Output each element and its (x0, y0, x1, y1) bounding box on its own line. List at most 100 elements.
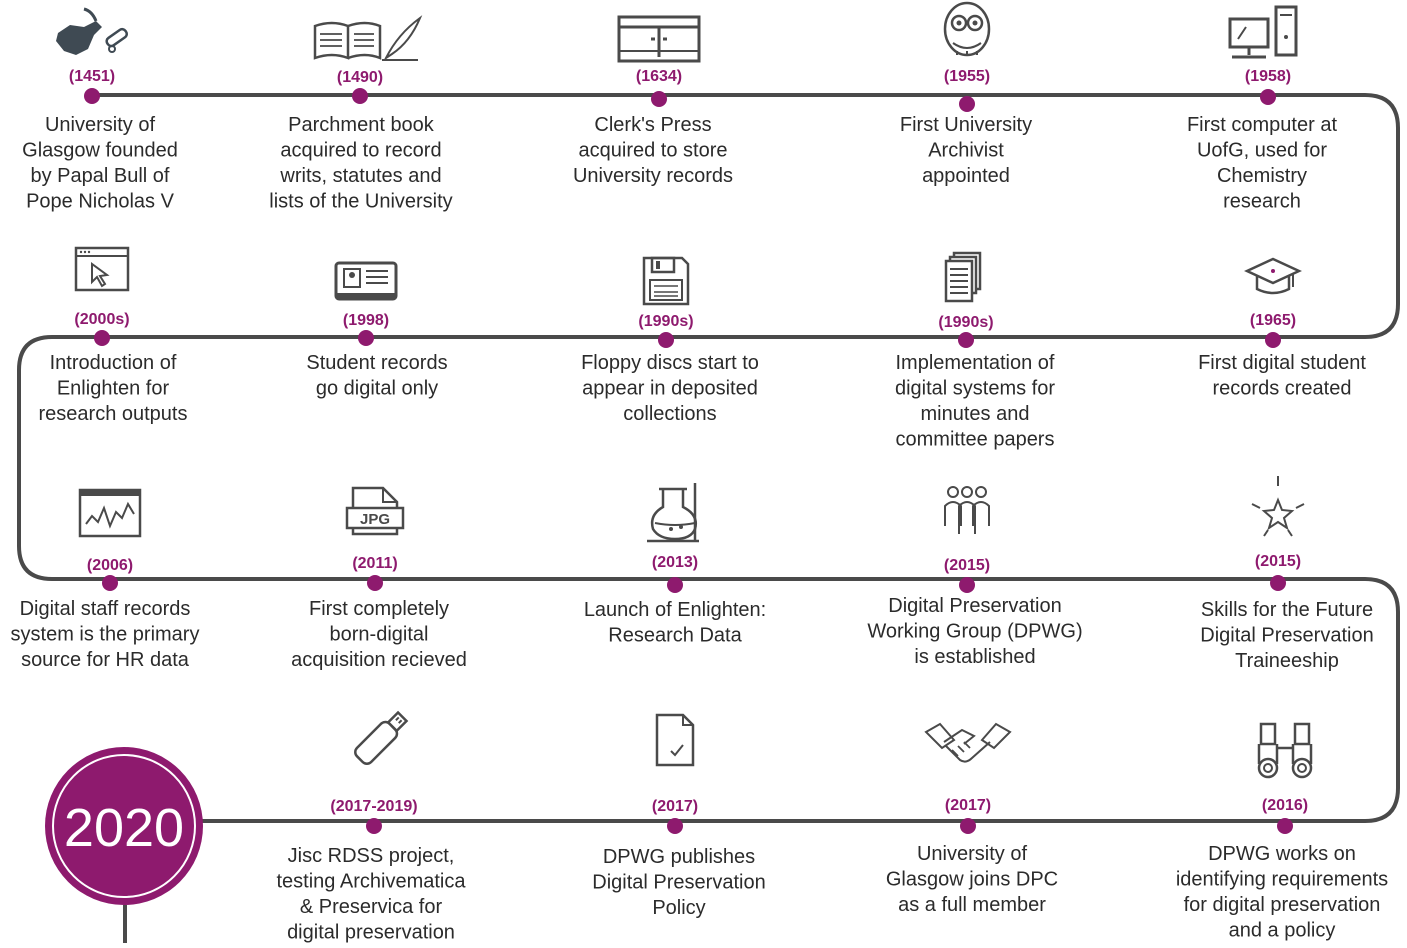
event-year: (1490) (337, 69, 383, 86)
handshake-icon (924, 722, 1012, 763)
event-description-line: born-digital (330, 624, 429, 646)
event-year: (2016) (1262, 797, 1308, 814)
event-description: Jisc RDSS project, testing Archivematica &… (277, 845, 467, 943)
event-description-line: First digital student (1198, 352, 1366, 374)
final-year-circle (45, 747, 203, 905)
event-description-line: Digital Preservation (592, 872, 765, 894)
event-description: First completely born-digital acquisition … (291, 598, 467, 671)
event-description-line: Student records (306, 352, 447, 374)
timeline-event: (2017-2019) Jisc RDSS project, testing Arc… (277, 710, 467, 944)
event-description-line: and a policy (1229, 920, 1336, 942)
event-year: (1990s) (638, 313, 693, 330)
event-description-line: Chemistry (1217, 165, 1307, 187)
event-description-line: as a full member (898, 894, 1046, 916)
book-quill-icon (313, 15, 423, 61)
event-dot (1265, 332, 1281, 348)
event-description-line: First completely (309, 598, 449, 620)
group-people-icon (944, 486, 990, 534)
event-description-line: DPWG works on (1208, 843, 1356, 865)
event-year: (2011) (352, 555, 397, 572)
event-year: (1965) (1250, 312, 1296, 329)
event-description-line: Research Data (608, 625, 742, 647)
timeline-path (17, 93, 1400, 823)
event-description-line: Glasgow founded (22, 140, 178, 162)
event-description-line: Jisc RDSS project, (288, 845, 455, 867)
event-dot (667, 577, 683, 593)
event-description-line: University of (45, 114, 155, 136)
event-dot (1277, 818, 1293, 834)
browser-cursor-icon (74, 246, 130, 292)
event-description-line: Archivist (928, 140, 1004, 162)
computer-icon (1228, 5, 1298, 59)
event-description-line: Digital Preservation (1200, 625, 1373, 647)
event-description-line: is established (914, 646, 1035, 668)
event-description-line: lists of the University (269, 191, 452, 213)
event-description-line: Pope Nicholas V (26, 191, 175, 213)
document-check-icon (655, 713, 695, 767)
floppy-disc-icon (642, 256, 690, 306)
event-year: (2015) (944, 557, 990, 574)
event-description-line: digital systems for (895, 378, 1055, 400)
event-description-line: & Preservica for (300, 896, 443, 918)
id-card-icon (334, 261, 398, 301)
svg-text:JPG: JPG (360, 511, 390, 528)
flask-icon (647, 483, 699, 543)
event-description-line: research outputs (39, 403, 188, 425)
event-year: (2017-2019) (330, 798, 417, 815)
event-description-line: First computer at (1187, 114, 1337, 136)
event-description-line: testing Archivematica (277, 871, 467, 893)
event-description-line: First University (900, 114, 1032, 136)
event-dot (959, 96, 975, 112)
event-description-line: acquired to record (280, 140, 441, 162)
star-icon (1251, 476, 1305, 537)
event-description-line: Clerk's Press (594, 114, 711, 136)
event-description-line: UofG, used for (1197, 140, 1327, 162)
event-dot (367, 575, 383, 591)
event-year: (1634) (636, 68, 682, 85)
event-description-line: acquisition recieved (291, 649, 467, 671)
event-description-line: Digital Preservation (888, 595, 1061, 617)
event-dot (960, 818, 976, 834)
final-year-marker: 2020 (45, 747, 203, 943)
event-description-line: system is the primary (11, 624, 200, 646)
cabinet-icon (617, 15, 701, 63)
event-description-line: Digital staff records (20, 598, 191, 620)
event-year: (2006) (87, 557, 133, 574)
event-description-line: committee papers (896, 429, 1055, 451)
event-dot (102, 575, 118, 591)
event-description-line: DPWG publishes (603, 846, 755, 868)
event-year: (1451) (69, 68, 115, 85)
event-description-line: go digital only (316, 378, 438, 400)
event-dot (1260, 89, 1276, 105)
event-dot (84, 88, 100, 104)
event-year: (1998) (343, 312, 389, 329)
owl-icon (943, 1, 991, 57)
event-description-line: Launch of Enlighten: (584, 599, 766, 621)
binoculars-icon (1257, 722, 1313, 779)
event-dot (958, 332, 974, 348)
event-dot (352, 88, 368, 104)
event-description-line: Parchment book (288, 114, 435, 136)
